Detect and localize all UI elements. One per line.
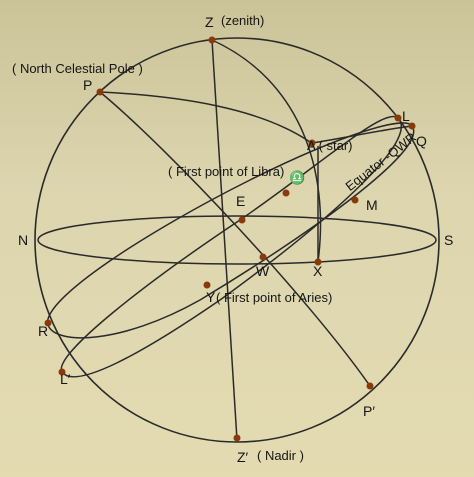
aries-point bbox=[203, 281, 211, 289]
label-w: W bbox=[256, 263, 270, 279]
label-nadir: Z′ bbox=[237, 449, 249, 465]
point-w bbox=[259, 253, 267, 261]
label-n: N bbox=[18, 232, 28, 248]
zenith-point bbox=[208, 36, 216, 44]
label-q: Q bbox=[416, 133, 427, 149]
label-zenith-note: (zenith) bbox=[221, 13, 264, 28]
point-x bbox=[314, 258, 322, 266]
point-q bbox=[408, 122, 416, 130]
point-p-prime bbox=[366, 382, 374, 390]
point-l bbox=[394, 114, 402, 122]
polar-axis bbox=[99, 91, 371, 387]
label-x: X bbox=[313, 263, 323, 279]
libra-point bbox=[282, 189, 290, 197]
label-p: P bbox=[83, 77, 92, 93]
label-e: E bbox=[236, 193, 245, 209]
hour-circle-pa bbox=[99, 91, 311, 143]
star-point bbox=[308, 139, 316, 147]
label-star: A ( star) bbox=[307, 138, 353, 153]
label-p-prime: P′ bbox=[363, 403, 375, 419]
label-m: M bbox=[366, 197, 378, 213]
label-libra: ( First point of Libra) bbox=[168, 164, 284, 179]
zenith-nadir-axis bbox=[211, 39, 238, 441]
label-aries-symbol: Υ bbox=[206, 289, 216, 305]
label-l: L bbox=[402, 108, 410, 124]
label-l-prime: L′ bbox=[60, 371, 71, 387]
label-s: S bbox=[444, 232, 453, 248]
label-z: Z bbox=[205, 14, 214, 30]
label-equator: Equator -QWR bbox=[342, 130, 418, 194]
point-l-prime bbox=[58, 368, 66, 376]
label-r: R bbox=[38, 323, 48, 339]
nadir-point bbox=[233, 434, 241, 442]
label-ncp: ( North Celestial Pole ) bbox=[12, 61, 143, 76]
vertical-circle-zax bbox=[211, 39, 322, 263]
pole-point bbox=[96, 88, 104, 96]
celestial-equator bbox=[47, 122, 415, 339]
point-m bbox=[351, 196, 359, 204]
point-e bbox=[238, 216, 246, 224]
horizon-circle bbox=[37, 215, 437, 265]
point-r bbox=[44, 319, 52, 327]
label-aries: ( First point of Aries) bbox=[216, 290, 332, 305]
celestial-sphere bbox=[34, 37, 440, 443]
label-libra-symbol: ♎ bbox=[289, 170, 305, 185]
label-nadir-note: ( Nadir ) bbox=[257, 448, 304, 463]
